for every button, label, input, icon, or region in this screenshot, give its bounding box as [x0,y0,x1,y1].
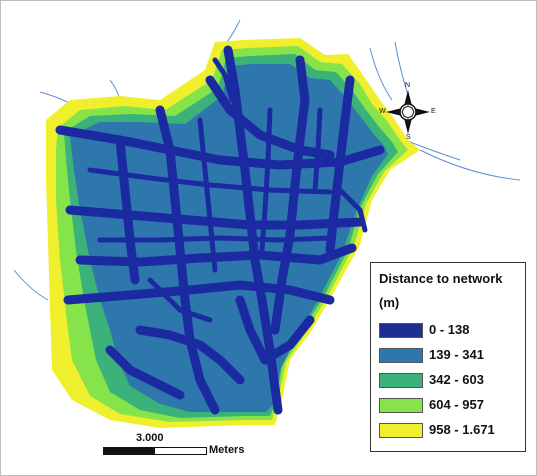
legend-label: 0 - 138 [429,322,470,337]
legend-title: Distance to network [379,271,503,286]
north-arrow [386,90,430,134]
legend-unit: (m) [379,295,400,310]
legend-swatch [379,398,423,413]
legend-item: 604 - 957 [379,394,519,416]
legend-label: 139 - 341 [429,347,484,362]
legend-item: 342 - 603 [379,369,519,391]
west-label: W [379,108,386,115]
legend-label: 342 - 603 [429,372,484,387]
scale-bar: 3.000 Meters [103,432,333,456]
legend-swatch [379,423,423,438]
legend-swatch [379,323,423,338]
legend-item: 139 - 341 [379,344,519,366]
legend-swatch [379,373,423,388]
legend-swatch [379,348,423,363]
south-label: S [406,134,411,141]
legend-label: 958 - 1.671 [429,422,495,437]
legend-item: 0 - 138 [379,319,519,341]
legend-label: 604 - 957 [429,397,484,412]
road-network-minor [87,57,368,323]
east-label: E [431,108,436,115]
north-label: N [405,82,411,89]
map-legend: Distance to network (m) 0 - 138 139 - 34… [370,262,526,452]
road-network [55,45,385,415]
scale-unit: Meters [209,444,245,456]
scale-value: 3.000 [136,432,164,444]
scale-bar-graphic [103,447,207,455]
legend-item: 958 - 1.671 [379,419,519,441]
